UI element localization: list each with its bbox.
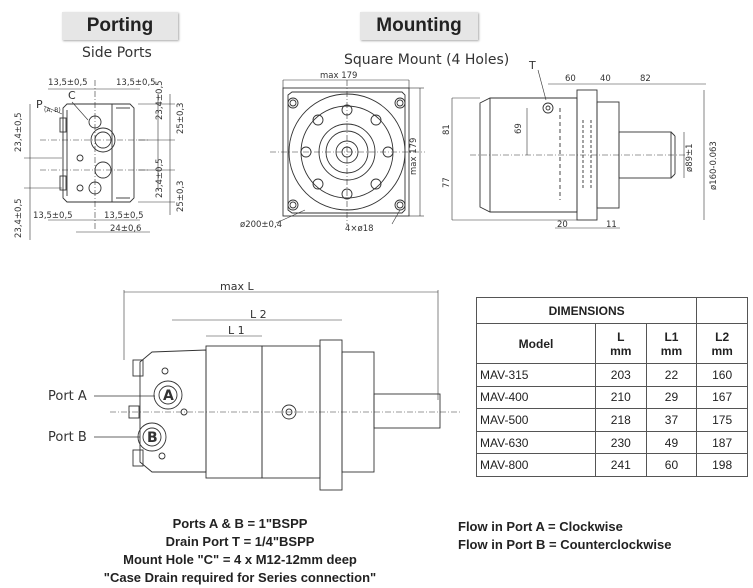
cell-l2: 187 bbox=[696, 430, 748, 455]
note-drain-port: Drain Port T = 1/4"BSPP bbox=[165, 534, 315, 549]
square-mount-caption: Square Mount (4 Holes) bbox=[344, 52, 510, 68]
cell-l1: 60 bbox=[645, 453, 698, 477]
header-l1-unit: mm bbox=[660, 343, 683, 358]
cell-l2: 175 bbox=[696, 408, 748, 432]
cell-l: 230 bbox=[594, 430, 647, 455]
header-l2-text: L2 bbox=[715, 329, 730, 344]
mounting-header: Mounting bbox=[360, 12, 478, 40]
porting-dim-8: 23,4±0,5 bbox=[155, 80, 165, 120]
porting-dim-6: 23,4±0,5 bbox=[14, 112, 24, 152]
mount-dim-20: 20 bbox=[557, 220, 568, 230]
port-notes: Ports A & B = 1"BSPP Drain Port T = 1/4"… bbox=[70, 515, 410, 587]
note-case-drain: "Case Drain required for Series connecti… bbox=[103, 570, 377, 585]
cell-model: MAV-800 bbox=[476, 453, 596, 477]
cell-l: 203 bbox=[594, 363, 647, 387]
mount-dim-40: 40 bbox=[600, 74, 611, 84]
flow-port-a: Flow in Port A = Clockwise bbox=[458, 519, 623, 534]
porting-dim-4: 13,5±0,5 bbox=[104, 211, 144, 221]
note-mount-hole: Mount Hole "C" = 4 x M12-12mm deep bbox=[123, 552, 357, 567]
cell-l1: 29 bbox=[645, 385, 698, 410]
mount-dim-d89: ø89±1 bbox=[685, 143, 695, 172]
cell-l2: 167 bbox=[696, 385, 748, 410]
cell-model: MAV-400 bbox=[476, 385, 596, 410]
porting-dim-9: 23,4±0,5 bbox=[155, 158, 165, 198]
header-l2-unit: mm bbox=[711, 343, 733, 358]
cell-l2: 198 bbox=[696, 453, 748, 477]
mount-side-dimension-labels: 60 40 82 81 69 77 20 11 ø89±1 ø160-0.063 bbox=[442, 74, 719, 230]
header-l-unit: mm bbox=[610, 343, 632, 358]
cell-l1: 22 bbox=[645, 363, 698, 387]
header-model: Model bbox=[476, 323, 596, 364]
cell-l1: 49 bbox=[645, 430, 698, 455]
mount-dim-11: 11 bbox=[606, 220, 617, 230]
porting-dim-5: 24±0,6 bbox=[110, 224, 141, 234]
mount-dim-max179-h: max 179 bbox=[320, 71, 357, 81]
side-ports-caption: Side Ports bbox=[82, 45, 152, 61]
port-p-sub-label: (A, B) bbox=[44, 107, 61, 114]
port-b-marker: B bbox=[147, 430, 158, 446]
port-a-marker: A bbox=[163, 388, 174, 404]
porting-dim-3: 13,5±0,5 bbox=[33, 211, 73, 221]
note-ports-ab: Ports A & B = 1"BSPP bbox=[172, 516, 308, 531]
flow-port-b: Flow in Port B = Counterclockwise bbox=[458, 537, 672, 552]
mount-dim-60: 60 bbox=[565, 74, 576, 84]
dim-l1: L 1 bbox=[228, 324, 245, 337]
motor-side-drawing bbox=[94, 290, 460, 491]
dim-l2: L 2 bbox=[250, 308, 267, 321]
cell-l: 218 bbox=[594, 408, 647, 432]
mount-dim-82: 82 bbox=[640, 74, 651, 84]
table-title-spacer bbox=[696, 297, 748, 324]
cell-l2: 160 bbox=[696, 363, 748, 387]
porting-dim-10: 25±0,3 bbox=[176, 103, 186, 134]
port-p-label: P bbox=[36, 98, 43, 111]
table-title: DIMENSIONS bbox=[475, 297, 698, 324]
porting-dim-1: 13,5±0,5 bbox=[48, 78, 88, 88]
mount-front-dimension-labels: max 179 max 179 ø200±0,4 4×ø18 bbox=[240, 71, 419, 234]
flow-notes: Flow in Port A = Clockwise Flow in Port … bbox=[458, 518, 671, 554]
dim-max-l: max L bbox=[220, 280, 254, 293]
port-b-label: Port B bbox=[48, 430, 87, 445]
porting-dim-2: 13,5±0,5 bbox=[116, 78, 156, 88]
mount-hole-c-label: C bbox=[68, 89, 76, 102]
porting-dim-7: 23,4±0,5 bbox=[14, 198, 24, 238]
mount-dim-max179-v: max 179 bbox=[409, 138, 419, 175]
porting-dimension-labels: 13,5±0,5 13,5±0,5 13,5±0,5 13,5±0,5 24±0… bbox=[14, 78, 186, 238]
mount-dim-69: 69 bbox=[514, 123, 524, 134]
mount-dim-d160: ø160-0.063 bbox=[709, 141, 719, 190]
drain-port-t-label: T bbox=[528, 59, 536, 72]
header-l-text: L bbox=[617, 329, 625, 344]
cell-l1: 37 bbox=[645, 408, 698, 432]
mount-front-drawing bbox=[270, 79, 425, 225]
cell-l: 210 bbox=[594, 385, 647, 410]
mount-dim-81: 81 bbox=[442, 124, 452, 135]
cell-model: MAV-630 bbox=[476, 430, 596, 455]
cell-l: 241 bbox=[594, 453, 647, 477]
cell-model: MAV-500 bbox=[476, 408, 596, 432]
mount-dim-holes: 4×ø18 bbox=[345, 224, 374, 234]
mount-dim-d200: ø200±0,4 bbox=[240, 220, 282, 230]
mount-dim-77: 77 bbox=[442, 177, 452, 188]
porting-drawing bbox=[24, 80, 175, 240]
header-l1-text: L1 bbox=[664, 329, 679, 344]
port-a-label: Port A bbox=[48, 389, 87, 404]
cell-model: MAV-315 bbox=[476, 363, 596, 387]
mount-side-drawing bbox=[451, 69, 706, 229]
porting-header: Porting bbox=[62, 12, 178, 40]
porting-dim-11: 25±0,3 bbox=[176, 181, 186, 212]
